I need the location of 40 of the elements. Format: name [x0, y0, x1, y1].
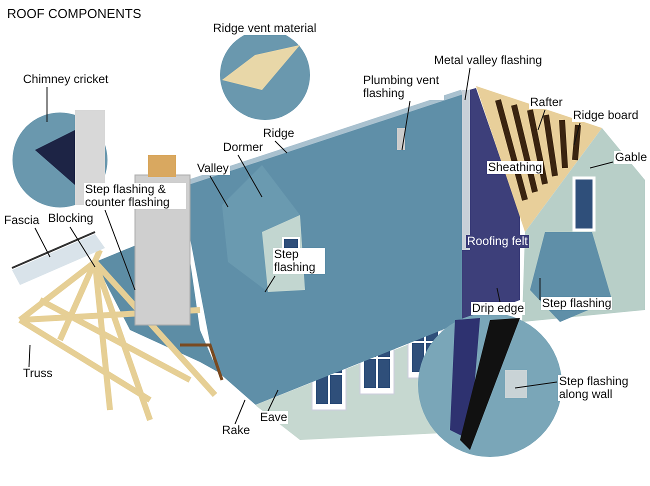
part-label: Fascia — [3, 214, 40, 227]
part-label: Drip edge — [471, 302, 526, 315]
diagram-title: ROOF COMPONENTS — [6, 7, 142, 20]
part-label: Plumbing vent flashing — [362, 74, 444, 100]
leader-line — [402, 100, 410, 150]
part-label: Metal valley flashing — [433, 54, 544, 67]
part-label: Gable — [614, 151, 648, 164]
part-label: Eave — [259, 411, 288, 424]
part-label: Dormer — [222, 141, 264, 154]
part-label: Step flashing — [273, 248, 325, 274]
part-label: Ridge — [262, 127, 296, 140]
leader-line — [496, 288, 500, 302]
part-label: Rake — [221, 424, 252, 437]
leader-line — [264, 276, 276, 292]
leader-line — [464, 68, 470, 100]
leader-line — [34, 228, 50, 258]
part-label: Step flashing & counter flashing — [84, 183, 186, 209]
part-label: Rafter — [529, 96, 564, 109]
part-label: Ridge board — [572, 109, 640, 122]
leader-line — [234, 400, 246, 424]
leader-line — [238, 154, 262, 198]
part-label: Chimney cricket — [22, 73, 110, 86]
part-label: Ridge vent material — [212, 22, 318, 35]
part-label: Sheathing — [487, 161, 544, 174]
leader-line — [28, 344, 30, 368]
leader-line — [274, 140, 288, 154]
part-label: Valley — [196, 162, 230, 175]
part-label: Blocking — [47, 212, 94, 225]
leader-line — [104, 210, 136, 290]
leader-line — [70, 226, 96, 268]
leader-line — [268, 390, 278, 412]
leader-line — [514, 382, 558, 388]
part-label: Truss — [22, 367, 54, 380]
part-label: Step flashing — [541, 297, 612, 310]
leader-line — [210, 176, 228, 208]
leader-line — [538, 110, 546, 130]
leader-line — [574, 122, 580, 146]
part-label: Roofing felt — [466, 235, 529, 248]
leader-line — [590, 162, 614, 168]
leader-line — [46, 86, 48, 122]
